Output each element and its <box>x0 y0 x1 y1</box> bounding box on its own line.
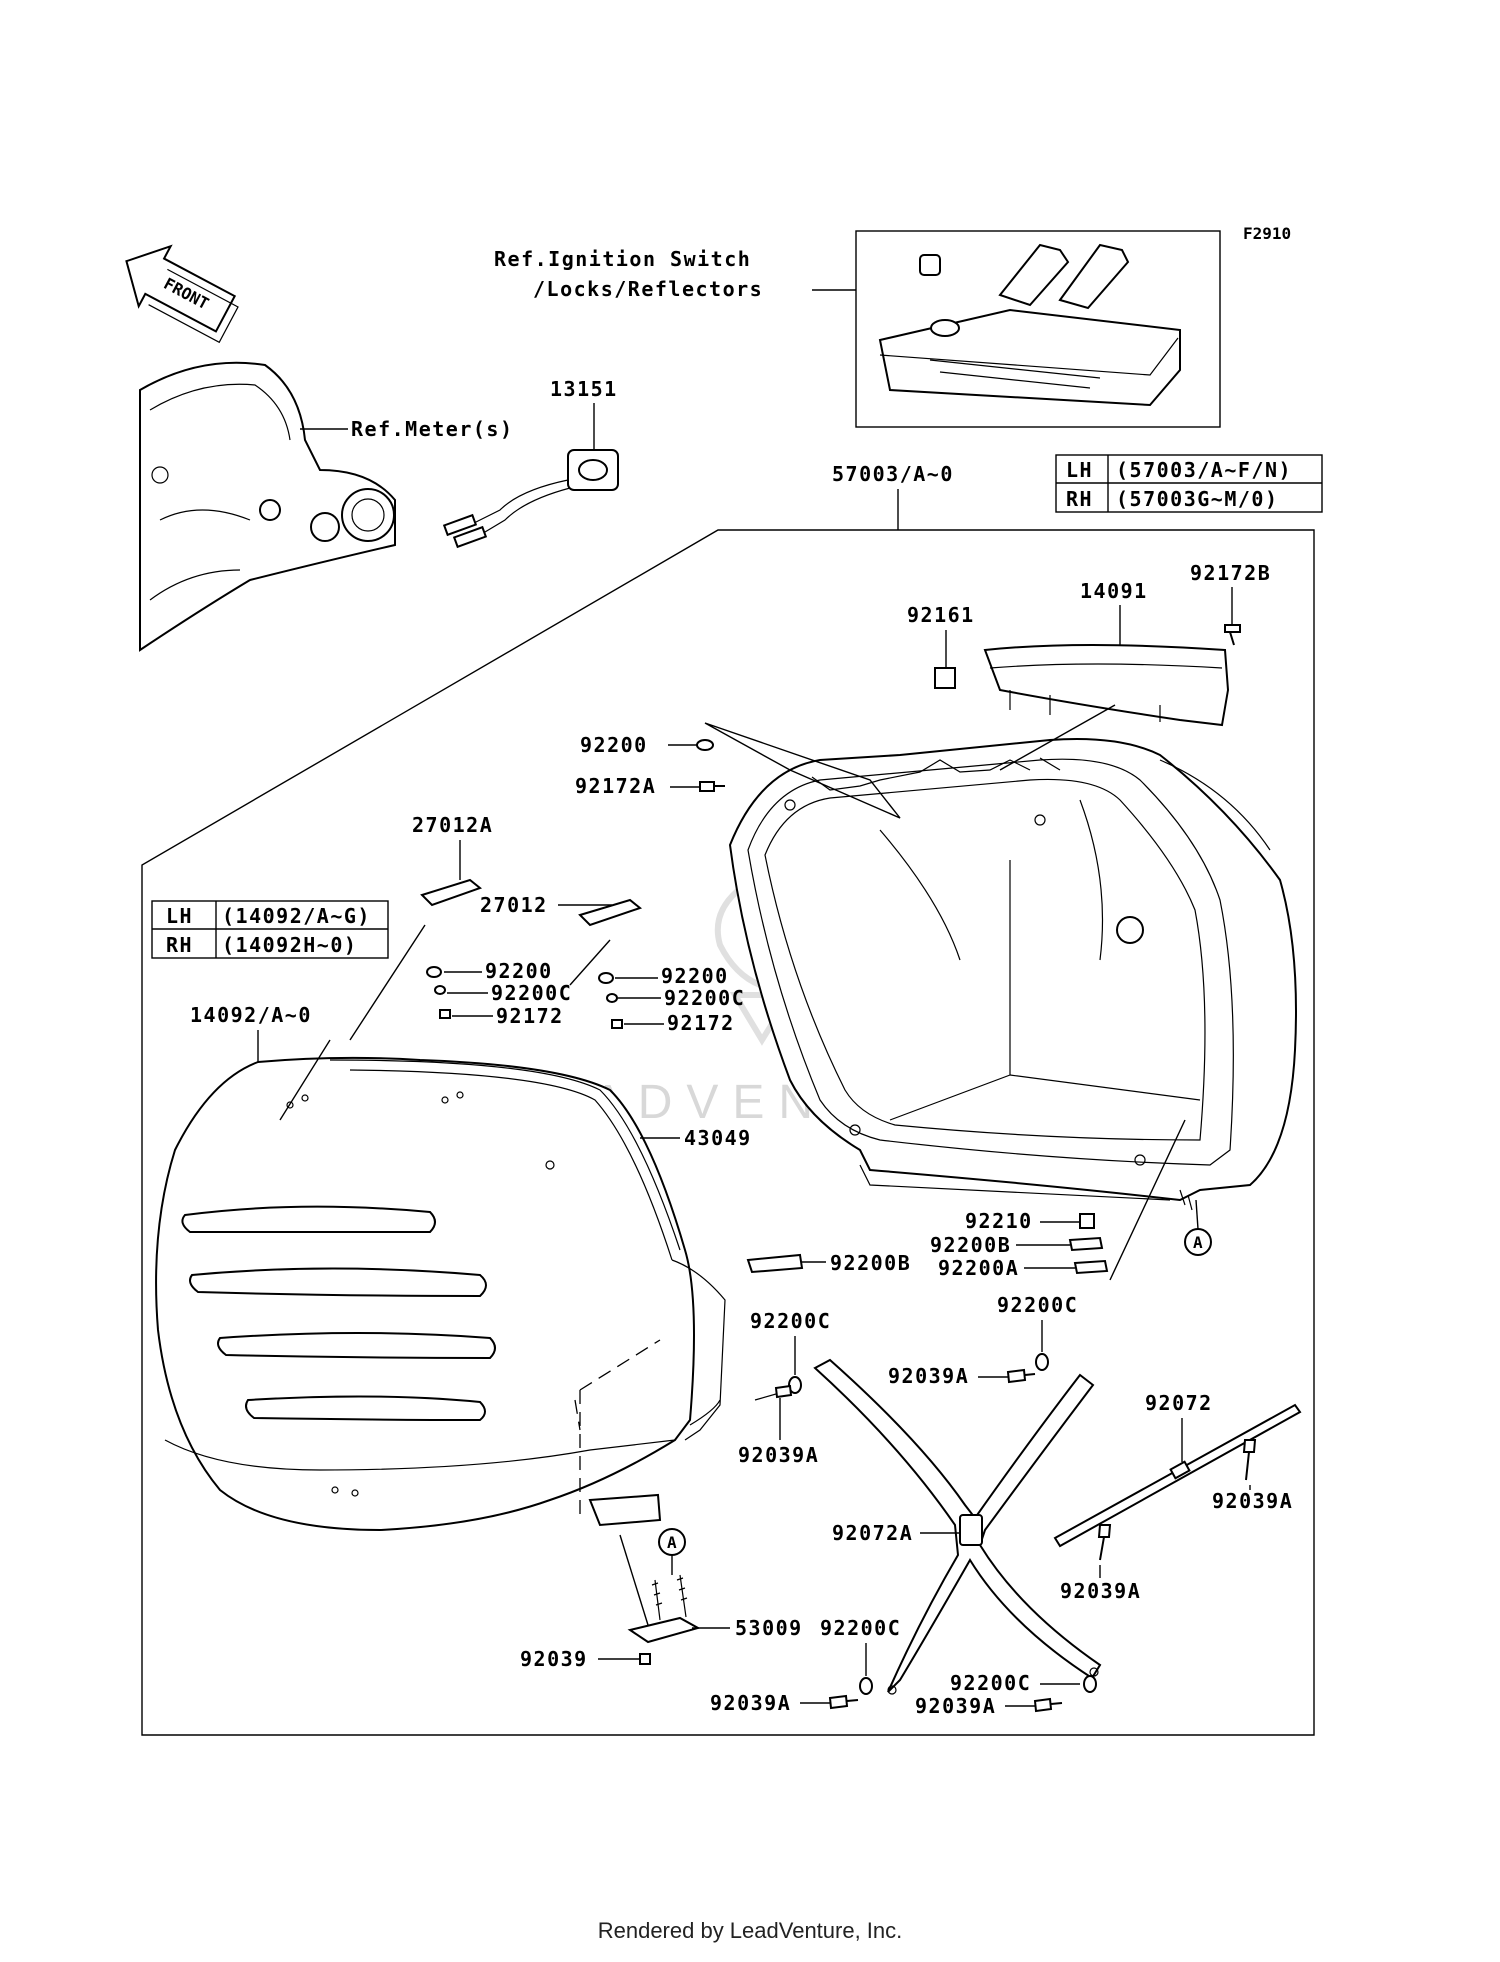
fasteners-left <box>426 966 451 1019</box>
part-92039A-c-bolt <box>1242 1439 1257 1481</box>
meter-illustration <box>139 361 396 652</box>
part-92161-label: 92161 <box>907 603 975 627</box>
power-socket-13151 <box>442 449 619 549</box>
callout-a-right-letter: A <box>1193 1233 1203 1252</box>
part-92200C-d-label: 92200C <box>950 1671 1031 1695</box>
table-left-row2-side: RH <box>166 933 193 957</box>
figure-code: F2910 <box>1243 224 1291 243</box>
part-92039A-d-bolt <box>1097 1524 1112 1561</box>
table-top-row2-side: RH <box>1066 487 1093 511</box>
part-92200C-l-label: 92200C <box>491 981 572 1005</box>
part-27012-label: 27012 <box>480 893 548 917</box>
ref-ignition-line2: /Locks/Reflectors <box>533 277 763 301</box>
table-left-row1-side: LH <box>166 904 193 928</box>
part-27012A-label: 27012A <box>412 813 493 837</box>
part-14091-cover <box>983 644 1230 727</box>
saddlebag-body <box>728 738 1297 1211</box>
part-14092-label: 14092/A~0 <box>190 1003 312 1027</box>
part-92072A-label: 92072A <box>832 1521 913 1545</box>
part-92039A-b-label: 92039A <box>888 1364 969 1388</box>
part-92200B-r-label: 92200B <box>930 1233 1011 1257</box>
part-92172-l-label: 92172 <box>496 1004 564 1028</box>
table-left-row2-range: (14092H~0) <box>222 933 357 957</box>
table-top-row1-range: (57003/A~F/N) <box>1116 458 1292 482</box>
part-92200-r-label: 92200 <box>661 964 729 988</box>
part-92039A-f-label: 92039A <box>915 1694 996 1718</box>
part-92072-label: 92072 <box>1145 1391 1213 1415</box>
part-92200C-r-label: 92200C <box>664 986 745 1010</box>
fasteners-right <box>598 972 623 1029</box>
saddlebag-case-table: LH (57003/A~F/N) RH (57003G~M/0) <box>1055 454 1323 513</box>
guide-wedge-top <box>704 722 901 819</box>
part-57003-label: 57003/A~0 <box>832 462 954 486</box>
part-92039-label: 92039 <box>520 1647 588 1671</box>
strap-92072A <box>813 1358 1102 1695</box>
part-92200-l-label: 92200 <box>485 959 553 983</box>
table-left-row1-range: (14092/A~G) <box>222 904 371 928</box>
part-27012A-plate <box>420 878 483 907</box>
part-92200B-m-label: 92200B <box>830 1251 911 1275</box>
part-92172A-label: 92172A <box>575 774 656 798</box>
part-92039A-a-label: 92039A <box>738 1443 819 1467</box>
ignition-ref-box <box>855 230 1221 428</box>
saddlebag-lid <box>155 1056 726 1532</box>
part-92172-r-label: 92172 <box>667 1011 735 1035</box>
part-92200B-m-shim <box>746 1253 804 1274</box>
ref-meter-label: Ref.Meter(s) <box>351 417 514 441</box>
part-53009-label: 53009 <box>735 1616 803 1640</box>
front-direction-arrow: FRONT <box>125 244 239 344</box>
part-92039A-e-label: 92039A <box>710 1691 791 1715</box>
saddlebag-assembly-frame <box>141 529 1315 1736</box>
ignition-switch-illustration <box>878 243 1181 407</box>
part-27012-plate <box>578 898 643 927</box>
strap-92072 <box>1053 1403 1302 1548</box>
part-92210-nut <box>1079 1213 1095 1229</box>
footer-credit: Rendered by LeadVenture, Inc. <box>597 1918 903 1943</box>
part-92200C-a-label: 92200C <box>750 1309 831 1333</box>
part-92172B-label: 92172B <box>1190 561 1271 585</box>
part-92200B-r-shim <box>1068 1236 1104 1252</box>
part-43049-label: 43049 <box>684 1126 752 1150</box>
part-92200A-shim <box>1073 1259 1109 1275</box>
part-92200A-label: 92200A <box>938 1256 1019 1280</box>
bracket-53009 <box>627 1574 701 1644</box>
callout-a-lower-letter: A <box>667 1533 677 1552</box>
part-92039A-d-label: 92039A <box>1060 1579 1141 1603</box>
part-13151-label: 13151 <box>550 377 618 401</box>
part-92161-block <box>934 667 956 689</box>
part-14091-label: 14091 <box>1080 579 1148 603</box>
part-92039-bolt <box>639 1653 651 1665</box>
part-92200-top-label: 92200 <box>580 733 648 757</box>
ref-ignition-line1: Ref.Ignition Switch <box>494 247 751 271</box>
part-92200C-b-label: 92200C <box>997 1293 1078 1317</box>
lid-case-table: LH (14092/A~G) RH (14092H~0) <box>151 900 389 959</box>
part-92210-label: 92210 <box>965 1209 1033 1233</box>
table-top-row2-range: (57003G~M/0) <box>1116 487 1279 511</box>
part-92039A-c-label: 92039A <box>1212 1489 1293 1513</box>
table-top-row1-side: LH <box>1066 458 1093 482</box>
part-92200C-c-label: 92200C <box>820 1616 901 1640</box>
